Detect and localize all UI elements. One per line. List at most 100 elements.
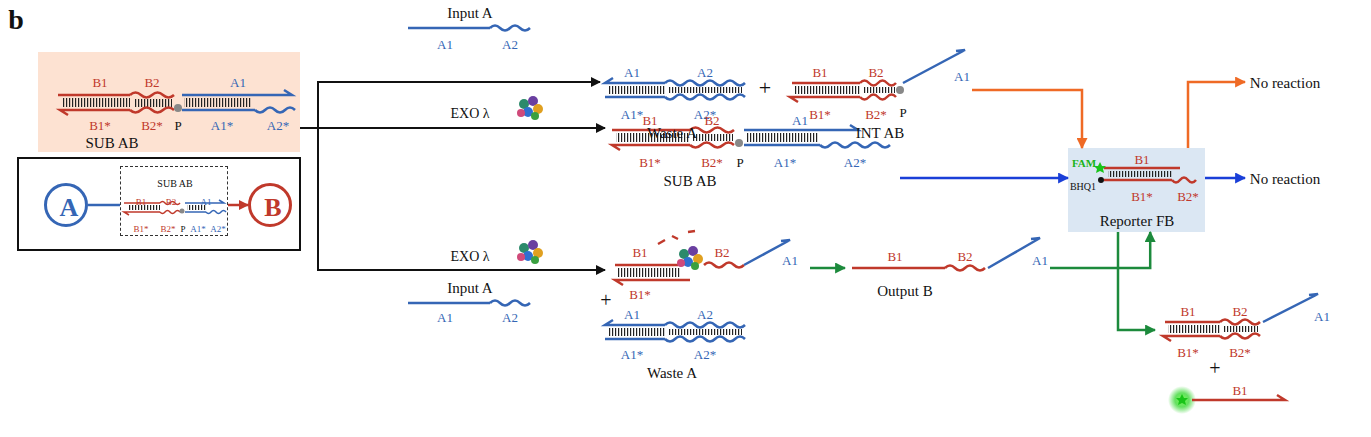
plus-sign: + — [600, 289, 611, 311]
waste-duplex: A1A2A1*A2*Waste A — [600, 300, 750, 382]
input-strand-art — [408, 302, 490, 305]
substrate-panel-art — [62, 98, 130, 107]
reporter-art — [1068, 148, 1205, 232]
node-text: A1 — [1032, 254, 1048, 268]
product-duplex: B1B2A1B1*B2* — [1155, 292, 1340, 360]
node-text: A1 — [792, 114, 808, 128]
enzyme-label: EXO λ — [450, 106, 489, 121]
connector-arrow — [300, 82, 600, 128]
substrate-panel-art — [38, 52, 300, 152]
node-text: A — [60, 194, 79, 223]
input-strand-art — [408, 26, 530, 306]
node-text: B1 — [812, 66, 827, 80]
node-text: A1 — [624, 308, 640, 322]
intermediate-art — [790, 50, 965, 102]
node-text: INT AB — [856, 125, 904, 142]
input-strand: Input AA1A2 — [398, 277, 540, 324]
legend-art — [18, 158, 300, 250]
digestion-art — [618, 268, 680, 277]
node-text: A1* — [211, 119, 233, 133]
node-text: Waste A — [647, 365, 697, 382]
reporter-art — [1068, 148, 1205, 232]
intermediate-art — [794, 86, 860, 94]
substrate-panel-art — [130, 108, 174, 113]
reporter-art — [1104, 167, 1180, 170]
node-text: A1 — [954, 70, 970, 84]
waste-duplex: A1A2A1*A2*Waste A — [600, 58, 750, 143]
digestion-art — [615, 280, 690, 285]
node-text: Input A — [447, 5, 492, 22]
digestion-art — [677, 246, 703, 270]
node-text: BHQ1 — [1070, 181, 1096, 192]
waste-duplex-art — [668, 87, 742, 93]
node-text: Reporter FB — [1100, 213, 1175, 230]
connector-arrow — [972, 90, 1082, 148]
waste-duplex-art — [605, 78, 745, 342]
connector-arrow — [88, 204, 120, 207]
product-art — [1223, 326, 1258, 332]
node-text: A1* — [621, 348, 643, 362]
digestion-complex: B1B2A1B1* — [605, 228, 810, 300]
node-text: B2* — [160, 225, 175, 235]
substrate-middle-art — [612, 125, 890, 150]
substrate-panel-art — [60, 110, 130, 115]
node-text: Output B — [877, 283, 932, 300]
product-art — [1168, 325, 1220, 333]
legend-art — [180, 209, 185, 214]
connector-arrow — [810, 267, 845, 270]
node-text: B1 — [642, 114, 657, 128]
connector-arrow — [1188, 82, 1245, 148]
waste-duplex-art — [608, 328, 665, 336]
panel-letter: b — [8, 5, 24, 36]
node-text: A2 — [697, 308, 713, 322]
digestion-art — [615, 231, 790, 285]
node-text: A1 — [1314, 310, 1330, 324]
waste-duplex-art — [668, 329, 742, 335]
node-text: A1 — [624, 66, 640, 80]
node-text: B1* — [809, 108, 831, 122]
connector-arrow — [1118, 232, 1155, 330]
intermediate-complex: B1B2A1B1*B2*PINT AB — [782, 38, 972, 143]
outcome-text: No reaction — [1245, 60, 1325, 104]
node-text: A1 — [782, 254, 798, 268]
enzyme-icons — [517, 96, 543, 120]
node-text: B1 — [632, 246, 647, 260]
reporter-art — [1104, 179, 1172, 182]
node-text: FAM — [1072, 157, 1096, 169]
connector-arrow — [900, 177, 1068, 180]
node-text: A2 — [502, 311, 518, 325]
legend-art — [185, 211, 206, 213]
connector-arrow — [1050, 232, 1150, 268]
substrate-middle-art — [612, 145, 690, 150]
waste-duplex-art — [665, 323, 745, 328]
intermediate-art — [860, 95, 896, 100]
product-art — [1220, 334, 1260, 339]
intermediate-art — [790, 97, 860, 102]
legend-art — [206, 211, 226, 214]
connector-arrow — [300, 128, 605, 270]
substrate-panel-art — [184, 98, 252, 107]
node-text: P — [174, 119, 181, 133]
waste-duplex-art — [605, 96, 665, 99]
substrate-middle-art — [820, 143, 890, 148]
input-circle: A — [44, 183, 88, 227]
substrate-middle-art — [746, 133, 818, 142]
node-text: B1* — [133, 225, 148, 235]
substrate-panel-art — [134, 99, 172, 107]
node-text: SUB AB — [664, 173, 717, 190]
node-text: No reaction — [1247, 75, 1323, 92]
substrate-panel-art — [58, 94, 130, 97]
node-text: A1 — [230, 76, 246, 90]
intermediate-art — [792, 82, 860, 85]
substrate-middle-art — [744, 144, 820, 147]
substrate-panel-art — [182, 90, 292, 95]
node-text: Input A — [447, 280, 492, 297]
substrate-panel-art — [130, 93, 174, 98]
waste-duplex-art — [605, 338, 665, 341]
enzyme-icons — [517, 240, 543, 264]
substrate-panel-art — [255, 108, 295, 113]
plus-sign: + — [1209, 357, 1220, 379]
node-text: P — [899, 106, 906, 120]
node-text: B1* — [89, 119, 111, 133]
output-strand-art — [852, 238, 1040, 271]
